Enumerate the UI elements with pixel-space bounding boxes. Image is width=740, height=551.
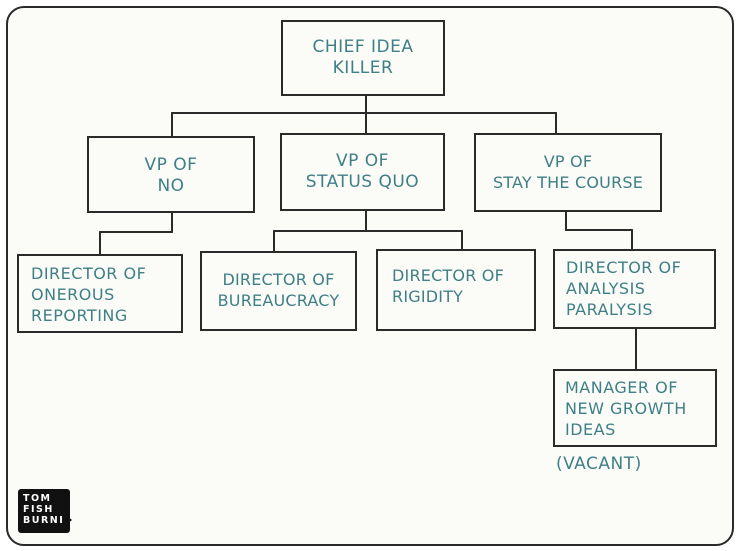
onerous-line-2: ONEROUS [31,285,115,304]
vp-of-stay-the-course-box: VP OF STAY THE COURSE [474,133,662,212]
logo-line-3: BURNE [23,515,68,526]
vp-status-quo-line-1: VP OF [336,151,389,171]
vacant-label: (VACANT) [556,454,642,474]
director-bureaucracy-box: DIRECTOR OF BUREAUCRACY [200,251,357,331]
rigidity-line-1: DIRECTOR OF [392,266,505,285]
analysis-line-3: PARALYSIS [566,300,654,319]
ceo-line-1: CHIEF IDEA [312,37,414,57]
director-analysis-paralysis-box: DIRECTOR OF ANALYSIS PARALYSIS [553,249,716,329]
vp-of-no-box: VP OF NO [87,136,255,213]
vp-status-quo-line-2: STATUS QUO [305,172,420,192]
vp-of-status-quo-box: VP OF STATUS QUO [280,133,445,211]
director-onerous-reporting-box: DIRECTOR OF ONEROUS REPORTING [17,254,183,333]
manager-line-3: IDEAS [565,420,616,439]
vp-stay-course-line-2: STAY THE COURSE [492,173,644,192]
director-rigidity-box: DIRECTOR OF RIGIDITY [376,249,536,331]
bureaucracy-line-2: BUREAUCRACY [217,291,340,310]
vp-no-line-1: VP OF [144,155,198,175]
logo-line-1: TOM [23,493,52,504]
ceo-line-2: KILLER [332,58,394,78]
manager-line-2: NEW GROWTH [565,399,687,418]
vp-no-line-2: NO [157,176,185,196]
onerous-line-3: REPORTING [31,306,128,325]
chief-idea-killer-box: CHIEF IDEA KILLER [281,20,445,96]
onerous-line-1: DIRECTOR OF [31,264,147,283]
logo-speech-tail [62,512,72,528]
tom-fish-burne-logo: TOM FISH BURNE [18,489,70,533]
analysis-line-2: ANALYSIS [566,279,646,298]
manager-new-growth-ideas-box: MANAGER OF NEW GROWTH IDEAS [553,369,717,447]
rigidity-line-2: RIGIDITY [392,287,464,306]
logo-line-2: FISH [23,504,54,515]
bureaucracy-line-1: DIRECTOR OF [222,270,335,289]
vp-stay-course-line-1: VP OF [543,152,593,171]
analysis-line-1: DIRECTOR OF [566,258,682,277]
manager-line-1: MANAGER OF [565,378,678,397]
